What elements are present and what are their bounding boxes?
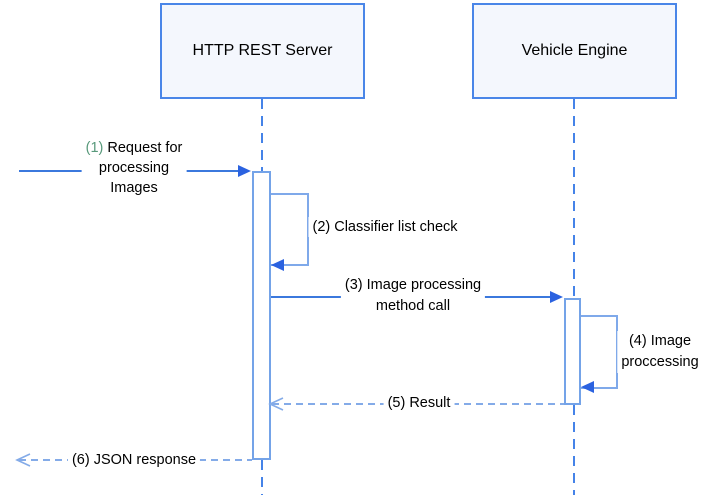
activation-bar-http-rest-server <box>252 171 271 460</box>
message-5-label: (5) Result <box>383 393 455 413</box>
message-4-text-line-1: (4) Image <box>628 333 692 349</box>
message-2-label: (2) Classifier list check <box>308 217 462 237</box>
message-6-text: (6) JSON response <box>71 452 197 468</box>
message-6-label: (6) JSON response <box>67 450 201 470</box>
message-3-text-line-1: (3) Image processing <box>344 277 482 293</box>
lifeline-http-rest-server-upper <box>261 99 263 171</box>
message-3-filled-arrowhead-icon <box>550 291 563 303</box>
message-5-text: (5) Result <box>387 395 451 411</box>
message-3-text-line-2: method call <box>375 298 451 314</box>
message-4-text-line-2: proccessing <box>621 354 699 370</box>
message-3-label: (3) Image processing method call <box>340 275 486 317</box>
message-1-filled-arrowhead-icon <box>238 165 251 177</box>
lifeline-http-rest-server-lower <box>261 460 263 495</box>
message-5-open-arrowhead-icon <box>268 397 284 411</box>
message-4-filled-arrowhead-icon <box>581 381 594 393</box>
actor-box-vehicle-engine: Vehicle Engine <box>472 3 677 99</box>
message-2-text: (2) Classifier list check <box>312 219 458 235</box>
message-1-text-line-2: processing <box>98 160 170 176</box>
activation-bar-vehicle-engine <box>564 298 581 405</box>
actor-name-vehicle-engine: Vehicle Engine <box>521 42 628 59</box>
actor-box-http-rest-server: HTTP REST Server <box>160 3 365 99</box>
message-1-text-line-1: Request for <box>107 140 183 156</box>
message-6-open-arrowhead-icon <box>15 453 31 467</box>
message-2-self-loop <box>271 193 309 266</box>
message-4-label: (4) Image proccessing <box>617 331 703 373</box>
message-1-label: (1) Request for processing Images <box>81 138 187 198</box>
message-4-self-loop <box>581 315 618 389</box>
actor-name-http-rest-server: HTTP REST Server <box>192 42 333 59</box>
message-2-filled-arrowhead-icon <box>271 259 284 271</box>
message-1-number: (1) <box>85 140 104 156</box>
lifeline-vehicle-engine-lower <box>573 405 575 495</box>
lifeline-vehicle-engine-upper <box>573 99 575 298</box>
message-1-text-line-3: Images <box>110 180 158 196</box>
